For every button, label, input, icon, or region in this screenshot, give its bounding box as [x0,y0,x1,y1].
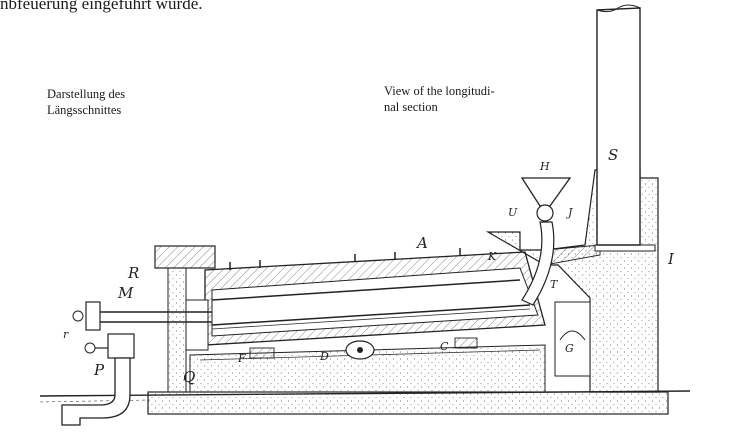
label-I: I [667,250,675,268]
english-caption-line-1: View of the longitudi- [384,84,495,98]
label-C: C [440,340,449,353]
label-J: J [566,206,573,219]
label-F: F [237,352,246,365]
chimney [596,4,641,246]
label-G: G [565,342,574,355]
label-K: K [487,250,497,263]
left-wall [154,245,216,393]
label-S: S [608,146,618,164]
german-caption-line-2: Längsschnittes [47,103,122,117]
base-foundation [147,344,669,415]
german-caption: Darstellung des Längsschnittes [47,86,125,118]
burner-assembly [61,301,212,426]
label-U: U [508,206,518,219]
english-caption: View of the longitudi- nal section [384,83,495,115]
label-Q: Q [183,368,195,386]
label-M: M [117,284,134,302]
rotary-drum [204,248,546,346]
support-rollers [249,337,478,360]
label-H: H [539,160,550,173]
label-A: A [415,234,428,252]
label-P: P [93,361,105,379]
label-R: R [127,264,139,282]
feed-hopper [520,177,572,306]
english-caption-line-2: nal section [384,100,438,114]
label-T: T [550,278,559,291]
german-caption-line-1: Darstellung des [47,87,126,101]
label-D: D [319,350,329,363]
label-r: r [63,328,69,341]
cropped-top-text: nbfeuerung eingeführt wurde. [0,0,203,13]
